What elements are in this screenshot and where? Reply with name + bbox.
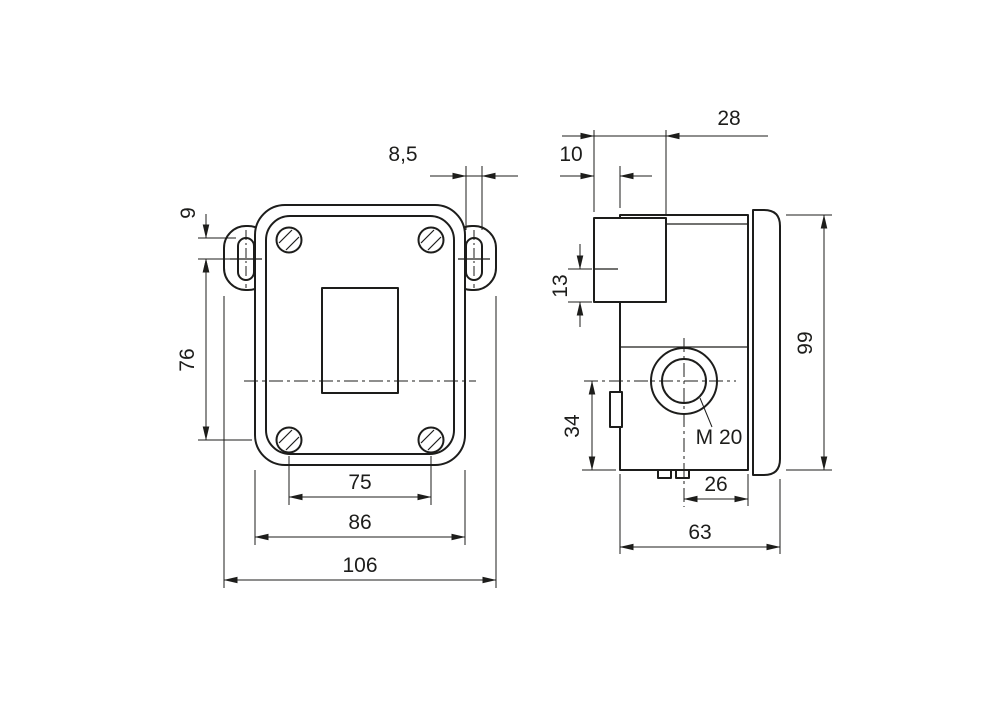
callout-gland-thread: M 20 [696,397,743,449]
dim-label-screw-spacing: 75 [348,471,371,494]
dim-body-width: 86 [254,470,466,545]
dim-label-block-offset: 10 [559,143,582,166]
screw-top-left [275,226,303,254]
side-view: M 20 10 28 13 [549,107,832,554]
dim-label-body-width: 86 [348,511,371,534]
dim-overall-width: 106 [223,296,497,588]
side-latch-block [609,391,623,428]
dim-label-overall-width: 106 [342,554,377,577]
dim-label-gland-thread: M 20 [696,426,743,449]
dim-screw-spacing: 75 [288,456,432,505]
screw-bottom-right [417,426,445,454]
dim-label-slot-width: 8,5 [388,143,417,166]
side-foot-right [675,469,690,479]
dim-label-mount-vertical: 76 [176,348,199,371]
dim-mount-vertical: 76 [176,258,252,441]
dim-slot-width: 8,5 [388,143,518,230]
side-top-block [593,217,667,303]
screw-bottom-left [275,426,303,454]
dim-block-width: 28 [562,107,768,214]
front-body-outline [254,204,466,466]
dim-block-offset: 10 [559,130,652,212]
side-cover-outline [752,209,781,476]
dim-overall-depth: 63 [619,474,781,554]
front-lid-outline [265,215,455,455]
front-view: 8,5 9 76 75 86 [176,143,518,588]
dim-body-height: 99 [786,214,832,471]
front-opening [321,287,399,394]
gland-leader-line [699,397,713,428]
dim-label-slot-offset: 9 [177,207,200,219]
dim-label-gland-to-cover: 26 [704,473,727,496]
dim-label-block-width: 28 [717,107,740,130]
dim-label-block-height: 13 [549,274,572,297]
dim-gland-height: 34 [561,380,616,471]
dim-label-gland-height: 34 [561,414,584,438]
dim-label-overall-depth: 63 [688,521,711,544]
dim-label-body-height: 99 [794,331,817,354]
corner-screws [275,226,445,454]
side-foot-left [657,469,672,479]
dim-block-height: 13 [549,244,592,327]
dim-gland-to-cover: 26 [683,473,749,506]
screw-top-right [417,226,445,254]
